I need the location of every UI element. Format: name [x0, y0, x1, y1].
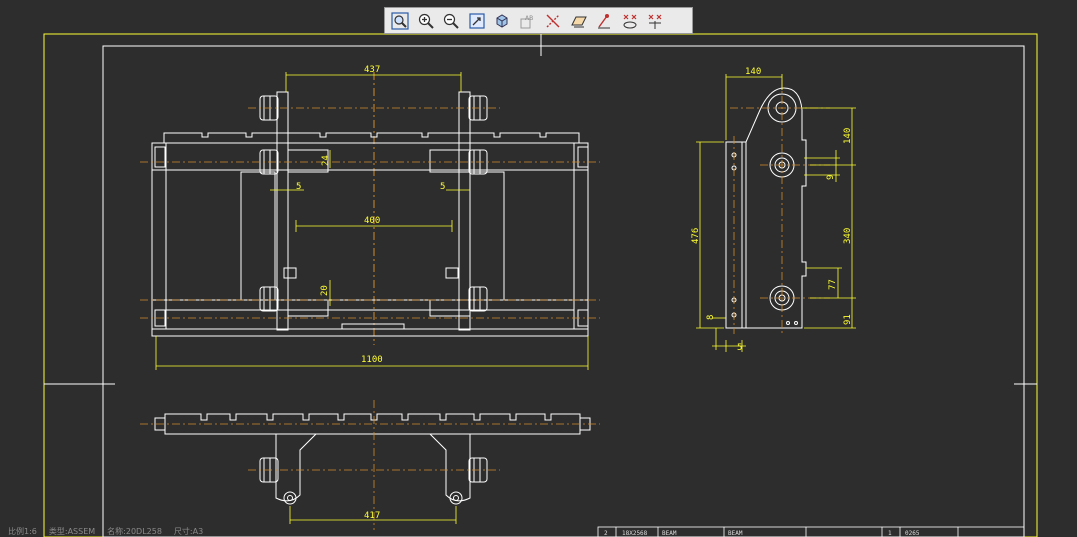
- datum-plane-button[interactable]: [567, 10, 591, 32]
- top-view-centerlines: [140, 400, 600, 530]
- spin-center-icon: [648, 14, 662, 29]
- dim-side-5: 5: [737, 343, 742, 353]
- dim-side-9: 9: [826, 175, 836, 180]
- dim-5-right: 5: [440, 182, 445, 192]
- shading-button[interactable]: [490, 10, 514, 32]
- view-toolbar: AB: [384, 7, 693, 34]
- dim-24: 24: [321, 155, 331, 166]
- zoom-fit-button[interactable]: [388, 10, 412, 32]
- top-view[interactable]: [154, 413, 591, 505]
- status-size: 尺寸:A3: [173, 527, 204, 536]
- zoom-window-icon: [468, 12, 485, 29]
- dim-side-140-top: 140: [745, 67, 761, 77]
- svg-text:AB: AB: [525, 15, 533, 22]
- title-block-cell-2: 18X2568: [622, 530, 648, 537]
- dim-side-91: 91: [843, 314, 853, 325]
- title-block-cell-1: 2: [604, 530, 608, 537]
- front-dimension-lines: [155, 72, 589, 370]
- zoom-out-icon: [443, 13, 459, 29]
- zoom-window-button[interactable]: [465, 10, 489, 32]
- zoom-out-button[interactable]: [439, 10, 463, 32]
- coord-sys-icon: [623, 14, 636, 28]
- dim-side-476: 476: [691, 228, 701, 244]
- title-block-cell-4: BEAM: [728, 530, 743, 537]
- status-scale: 比例1:6: [8, 527, 37, 536]
- inner-drawing-border: [102, 45, 1025, 537]
- spin-center-button[interactable]: [643, 10, 667, 32]
- title-block-cell-6: 0265: [905, 530, 920, 537]
- front-centerlines: [140, 107, 600, 319]
- dim-20: 20: [320, 285, 330, 296]
- datum-plane-icon: [570, 16, 587, 27]
- dim-1100: 1100: [361, 355, 383, 365]
- title-block-cell-5: 1: [888, 530, 892, 537]
- zoom-fit-icon: [391, 11, 409, 30]
- side-centerlines: [730, 80, 830, 334]
- dim-417: 417: [364, 511, 380, 521]
- title-block-cell-3: BEAM: [662, 530, 677, 537]
- status-bar: 比例1:6 类型:ASSEM 名称:20DL258 尺寸:A3: [8, 526, 203, 537]
- front-view[interactable]: [151, 72, 589, 345]
- dim-side-340: 340: [843, 228, 853, 244]
- zoom-in-button[interactable]: [414, 10, 438, 32]
- coord-sys-button[interactable]: [618, 10, 642, 32]
- dim-437: 437: [364, 65, 380, 75]
- annotation-icon: AB: [520, 15, 533, 28]
- dim-400: 400: [364, 216, 380, 226]
- dim-side-77: 77: [828, 279, 838, 290]
- datum-point-button[interactable]: [592, 10, 616, 32]
- datum-axis-button[interactable]: [541, 10, 565, 32]
- datum-point-icon: [598, 13, 610, 28]
- datum-axis-icon: [546, 14, 560, 27]
- annotation-button[interactable]: AB: [516, 10, 540, 32]
- status-type: 类型:ASSEM: [48, 527, 96, 536]
- side-dimension-lines: [696, 74, 856, 352]
- zoom-in-icon: [418, 13, 434, 29]
- outer-sheet-border: [43, 33, 1038, 537]
- cube-icon: [496, 13, 508, 28]
- top-view-dimension-lines: [289, 506, 457, 524]
- dim-side-140-v: 140: [843, 128, 853, 144]
- side-view[interactable]: [725, 87, 807, 329]
- title-block: [597, 526, 1025, 537]
- status-name: 名称:20DL258: [107, 527, 162, 536]
- dim-side-8: 8: [706, 315, 716, 320]
- dim-5-left: 5: [296, 182, 301, 192]
